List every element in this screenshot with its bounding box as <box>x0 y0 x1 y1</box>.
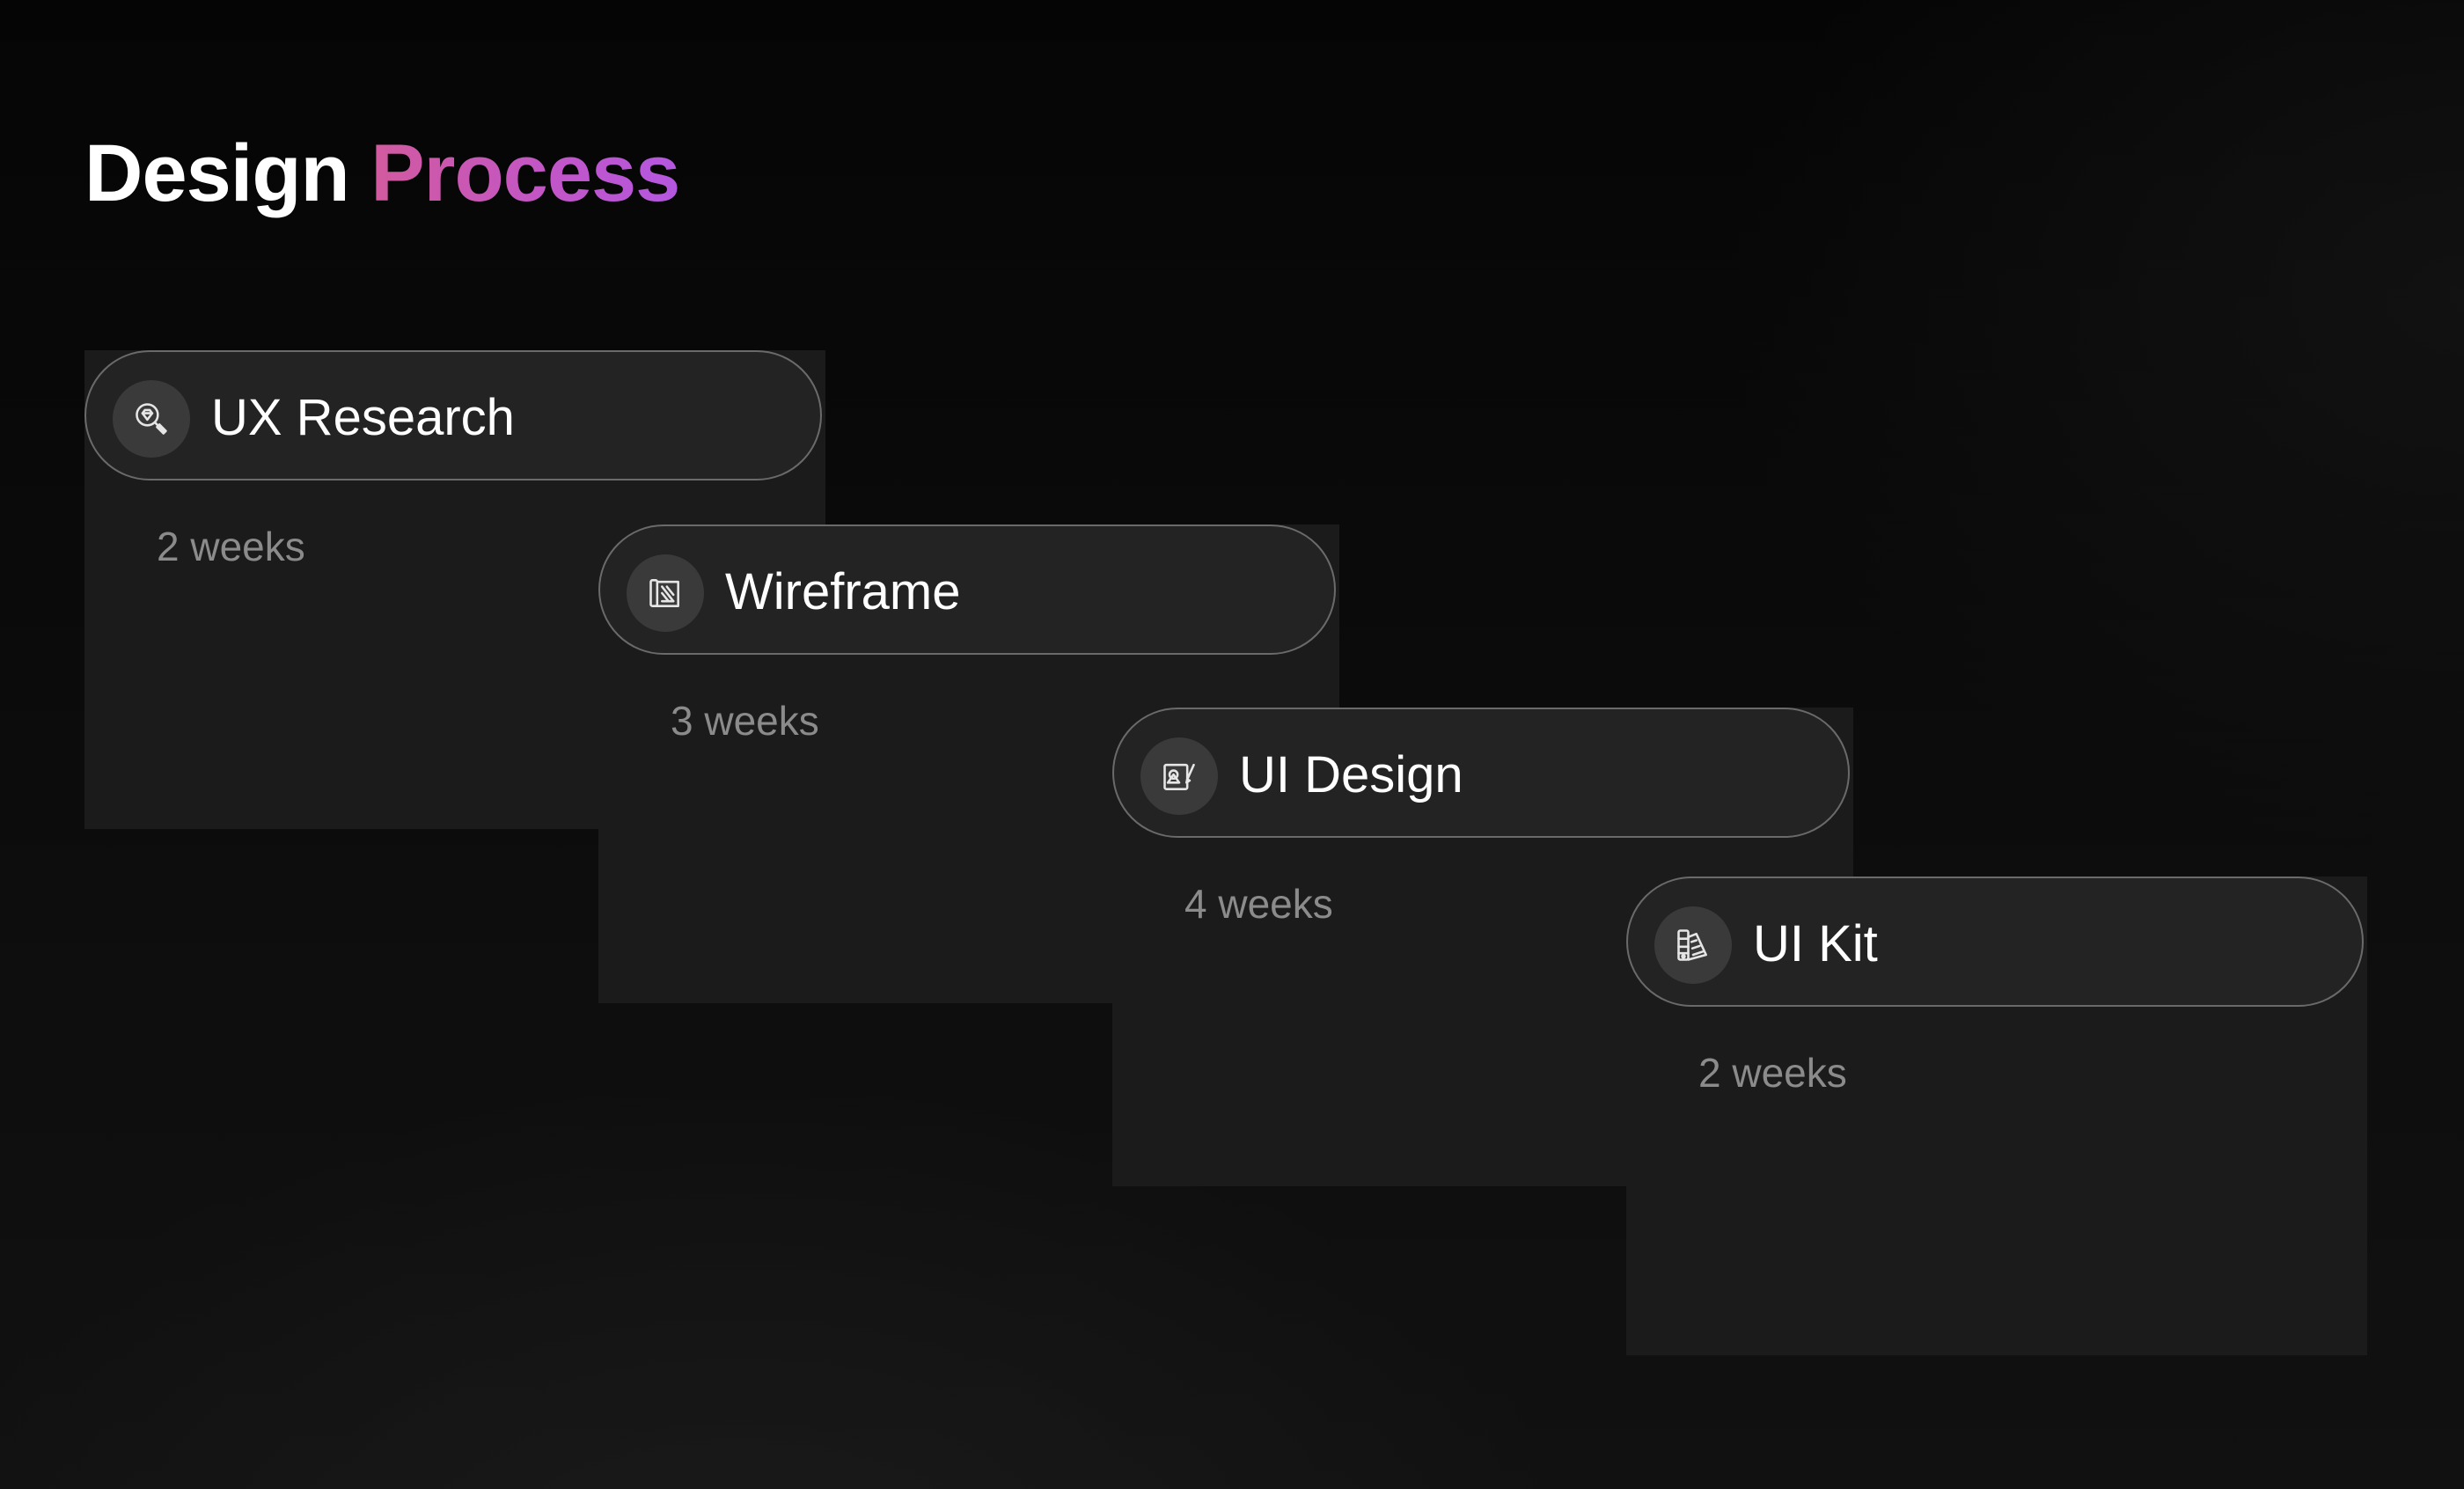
stage-header-pill[interactable]: UX Research <box>84 350 822 480</box>
design-pen-icon <box>1140 737 1218 815</box>
stage-label: Wireframe <box>725 563 961 620</box>
blueprint-icon <box>627 554 704 632</box>
stage-card-ui-kit: UI Kit 2 weeks <box>1626 877 2367 1355</box>
stage-label: UI Kit <box>1753 915 1878 972</box>
swatch-kit-icon <box>1654 906 1732 984</box>
stage-header-pill[interactable]: UI Design <box>1112 708 1850 838</box>
stage-duration: 3 weeks <box>671 698 819 744</box>
title-word-2: Process <box>370 128 680 218</box>
stage-header-pill[interactable]: Wireframe <box>598 524 1336 655</box>
magnifier-gem-icon <box>113 380 190 458</box>
stage-label: UX Research <box>211 389 515 446</box>
stage-duration: 2 weeks <box>1698 1050 1847 1096</box>
stage-duration: 4 weeks <box>1184 881 1333 927</box>
page-title: Design Process <box>84 125 680 222</box>
stage-duration: 2 weeks <box>157 524 305 569</box>
stage-label: UI Design <box>1239 746 1463 803</box>
stage-header-pill[interactable]: UI Kit <box>1626 877 2364 1007</box>
title-word-1: Design <box>84 128 350 218</box>
